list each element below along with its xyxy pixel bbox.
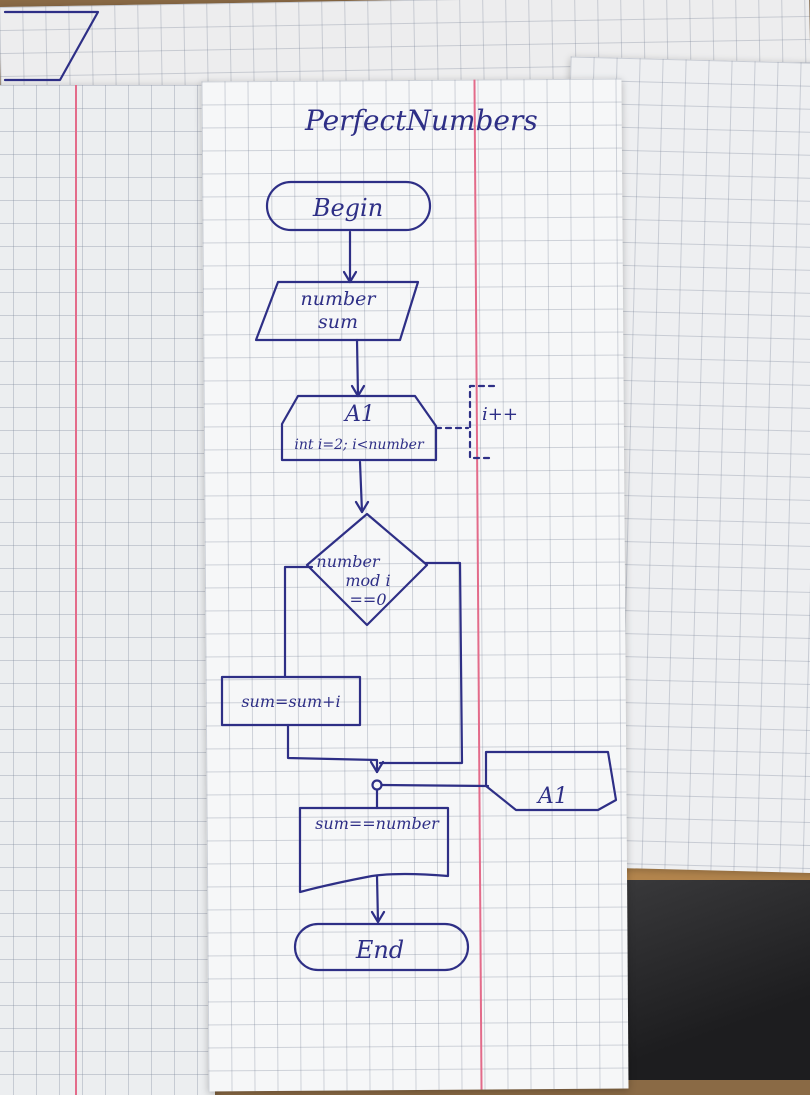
input-label-1: number — [301, 288, 378, 310]
input-label-2: sum — [318, 311, 358, 333]
branch-false-line — [378, 561, 464, 765]
loop-start — [280, 394, 438, 462]
arrow-input-loop — [355, 338, 360, 398]
margin-line-left — [75, 85, 77, 1095]
loop-end-connector — [380, 783, 490, 788]
end-terminal — [293, 922, 470, 972]
desk-shadow — [600, 880, 810, 1080]
decision-label-2: mod i — [345, 571, 390, 590]
arrow-loop-decision — [358, 460, 364, 514]
output-document — [298, 806, 450, 894]
decision-label-3: ==0 — [350, 590, 387, 609]
decision-diamond — [305, 512, 429, 627]
arrowhead-5 — [370, 910, 386, 924]
title: PerfectNumbers — [304, 104, 538, 137]
decision-label-1: number — [316, 552, 380, 571]
arrow-output-end — [375, 874, 380, 924]
remnant-shape — [3, 10, 100, 82]
begin-terminal — [265, 180, 432, 232]
begin-label: Begin — [312, 194, 383, 222]
input-parallelogram — [254, 280, 420, 342]
loop-label: A1 — [343, 402, 375, 427]
branch-true-line — [283, 565, 314, 679]
comment-bracket — [468, 384, 496, 460]
loop-end-label: A1 — [536, 784, 568, 809]
arrowhead-4 — [369, 760, 385, 774]
output-label: sum==number — [315, 814, 440, 833]
background-sheet-left — [0, 85, 215, 1095]
loop-header: int i=2; i<number — [294, 437, 425, 453]
process-label: sum=sum+i — [241, 692, 340, 711]
merge-line — [286, 723, 379, 774]
end-label: End — [355, 936, 404, 964]
arrowhead-3 — [354, 500, 370, 514]
loop-step: i++ — [482, 404, 518, 425]
process-box — [220, 675, 362, 727]
junction-dot — [371, 779, 383, 791]
